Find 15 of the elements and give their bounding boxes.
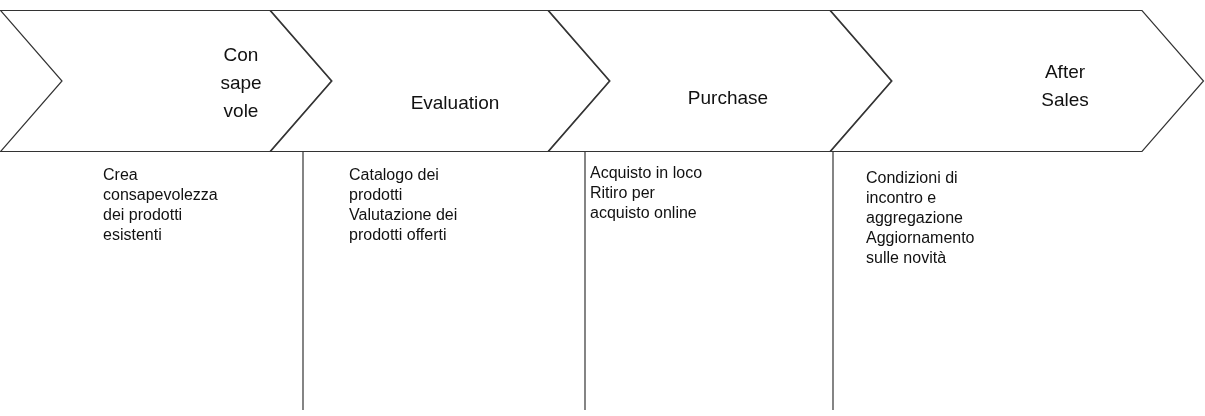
chevron-shape (830, 10, 1204, 152)
stage-description: Ritiro per acquisto online (590, 183, 698, 223)
stage-description: Valutazione dei prodotti offerti (349, 205, 459, 245)
chevron-shape (270, 10, 610, 152)
chevron-shape (0, 10, 332, 152)
stage-description: Aggiornamento sulle novità (866, 228, 976, 268)
stage-description: Catalogo dei prodotti (349, 165, 440, 205)
stage-description: Condizioni di incontro e aggregazione (866, 168, 964, 228)
stage-title: Purchase (686, 86, 770, 110)
stage-description: Crea consapevolezza dei prodotti esistenti (103, 165, 219, 245)
stage-title: Evaluation (409, 91, 501, 115)
stage-description: Acquisto in loco (590, 163, 704, 183)
stage-title: After Sales (1040, 60, 1090, 112)
stage-title: Con sape vole (219, 43, 263, 123)
chevron-shape (548, 10, 892, 152)
